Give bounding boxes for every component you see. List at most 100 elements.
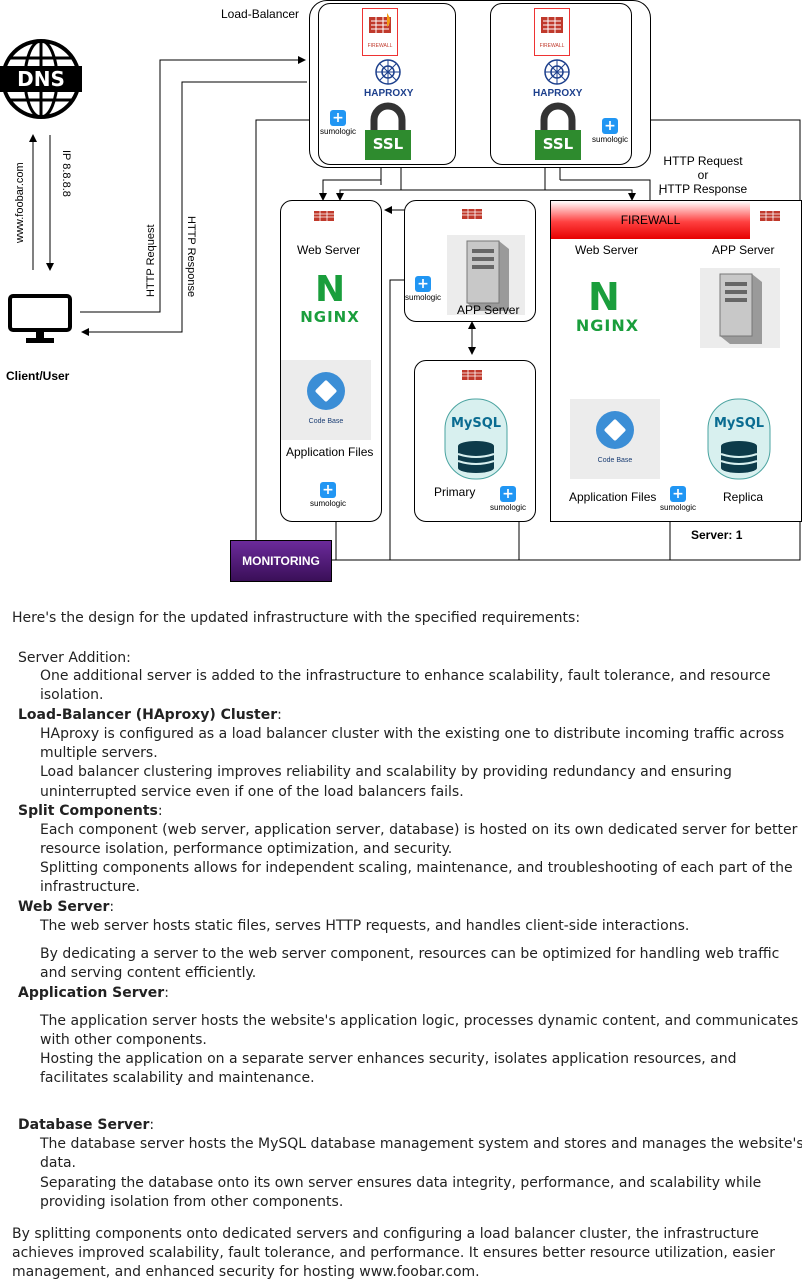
nginx-label: NGINX	[575, 316, 640, 335]
web-server-label: Web Server	[297, 243, 361, 257]
firewall-bar: FIREWALL	[551, 201, 750, 239]
sumologic-label: sumologic	[490, 503, 527, 512]
split-components-line: infrastructure.	[40, 879, 141, 895]
app-server-label: APP Server	[457, 303, 520, 317]
split-components-line: Each component (web server, application …	[40, 822, 798, 838]
app-server-line: The application server hosts the website…	[40, 1013, 799, 1029]
firewall-icon	[310, 208, 340, 228]
firewall-icon: FIREWALL	[534, 8, 570, 56]
sumologic-label: sumologic	[310, 499, 347, 508]
server-addition-line: One additional server is added to the in…	[40, 668, 771, 684]
plus-icon: +	[670, 486, 686, 502]
sumologic-label: sumologic	[660, 503, 697, 512]
db-server-line: The database server hosts the MySQL data…	[40, 1136, 802, 1152]
plus-icon: +	[415, 276, 431, 292]
db-server-title: Database Server:	[18, 1117, 155, 1133]
mysql-database-icon: MySQL	[444, 398, 508, 480]
nginx-logo-icon: N NGINX	[570, 278, 645, 338]
haproxy-label: HAPROXY	[533, 88, 583, 99]
haproxy-logo-icon: HAPROXY	[533, 58, 582, 102]
firewall-icon	[458, 206, 488, 226]
code-base-label: Code Base	[308, 418, 344, 425]
replica-label: Replica	[723, 490, 764, 504]
application-files-label: Application Files	[569, 490, 657, 504]
lb-cluster-title: Load-Balancer (HAproxy) Cluster:	[18, 707, 282, 723]
architecture-diagram: DNS www.foobar.com IP 8.8.8.8 HTTP Reque…	[0, 0, 802, 590]
app-server-label: APP Server	[712, 243, 775, 257]
web-server-line: The web server hosts static files, serve…	[40, 918, 690, 934]
server-tower-icon	[700, 268, 780, 348]
plus-icon: +	[602, 118, 618, 134]
sumologic-label: sumologic	[405, 293, 442, 302]
db-server-line: Separating the database onto its own ser…	[40, 1175, 762, 1191]
app-server-line: with other components.	[40, 1032, 207, 1048]
server-1-label: Server: 1	[691, 528, 743, 542]
db-server-line: providing isolation from other component…	[40, 1194, 344, 1210]
firewall-caption: FIREWALL	[539, 43, 565, 49]
ssl-lock-icon: SSL	[533, 102, 583, 162]
http-response-label: HTTP Response	[185, 216, 197, 298]
outro-line: management, and enhanced security for ho…	[12, 1264, 480, 1280]
dns-ip-label: IP 8.8.8.8	[60, 150, 72, 197]
dns-globe-icon: DNS	[0, 38, 82, 120]
sumologic-badge: + sumologic	[592, 118, 642, 148]
split-components-title: Split Components:	[18, 803, 163, 819]
sumologic-badge: + sumologic	[405, 276, 455, 306]
sumologic-badge: + sumologic	[320, 110, 370, 140]
haproxy-logo-icon: HAPROXY	[364, 58, 413, 102]
app-server-line: facilitates scalability and maintenance.	[40, 1070, 315, 1086]
mysql-database-icon: MySQL	[707, 398, 771, 480]
server-addition-title: Server Addition:	[18, 650, 131, 666]
app-server-title: Application Server:	[18, 985, 169, 1001]
sumologic-label: sumologic	[592, 135, 629, 144]
code-base-label: Code Base	[597, 457, 633, 464]
dns-label: DNS	[17, 67, 65, 91]
client-label: Client/User	[6, 369, 70, 383]
split-components-line: resource isolation, performance optimiza…	[40, 841, 453, 857]
ssl-lock-icon: SSL	[363, 102, 413, 162]
mysql-label: MySQL	[450, 416, 502, 431]
http-request-label: HTTP Request	[145, 224, 157, 297]
mysql-label: MySQL	[713, 416, 765, 431]
ssl-label: SSL	[372, 135, 404, 153]
load-balancer-label: Load-Balancer	[221, 7, 300, 21]
web-server-line: By dedicating a server to the web server…	[40, 946, 780, 962]
lb-cluster-line: HAproxy is configured as a load balancer…	[40, 726, 785, 742]
http-req-resp-label: HTTP Request or HTTP Response	[658, 154, 748, 196]
plus-icon: +	[320, 482, 336, 498]
app-server-line: Hosting the application on a separate se…	[40, 1051, 737, 1067]
code-base-icon: Code Base	[570, 399, 660, 479]
primary-label: Primary	[434, 485, 476, 499]
monitoring-button[interactable]: MONITORING	[230, 540, 332, 582]
web-server-line: and serving content efficiently.	[40, 965, 257, 981]
ssl-label: SSL	[542, 135, 574, 153]
server-addition-line: isolation.	[40, 687, 104, 703]
lb-cluster-line: uninterrupted service even if one of the…	[40, 784, 464, 800]
outro-line: achieves improved scalability, fault tol…	[12, 1245, 776, 1261]
db-server-line: data.	[40, 1155, 76, 1171]
firewall-icon	[458, 367, 488, 387]
intro-text: Here's the design for the updated infras…	[12, 610, 581, 626]
server-tower-icon	[447, 235, 525, 315]
web-server-label: Web Server	[575, 243, 639, 257]
haproxy-label: HAPROXY	[364, 88, 414, 99]
nginx-logo-icon: N NGINX	[295, 272, 365, 332]
client-monitor-icon	[8, 294, 72, 346]
nginx-label: NGINX	[300, 308, 360, 326]
outro-line: By splitting components onto dedicated s…	[12, 1226, 759, 1242]
sumologic-badge: + sumologic	[660, 486, 710, 516]
firewall-icon: FIREWALL	[362, 8, 398, 56]
firewall-caption: FIREWALL	[367, 43, 393, 49]
firewall-icon	[756, 208, 786, 228]
application-files-label: Application Files	[286, 445, 374, 459]
sumologic-badge: + sumologic	[490, 486, 540, 516]
plus-icon: +	[330, 110, 346, 126]
web-server-title: Web Server:	[18, 899, 115, 915]
sumologic-label: sumologic	[320, 127, 357, 136]
dns-domain-label: www.foobar.com	[14, 162, 26, 243]
code-base-icon: Code Base	[281, 360, 371, 440]
lb-cluster-line: Load balancer clustering improves reliab…	[40, 764, 732, 780]
lb-cluster-line: multiple servers.	[40, 745, 158, 761]
sumologic-badge: + sumologic	[310, 482, 360, 512]
plus-icon: +	[500, 486, 516, 502]
